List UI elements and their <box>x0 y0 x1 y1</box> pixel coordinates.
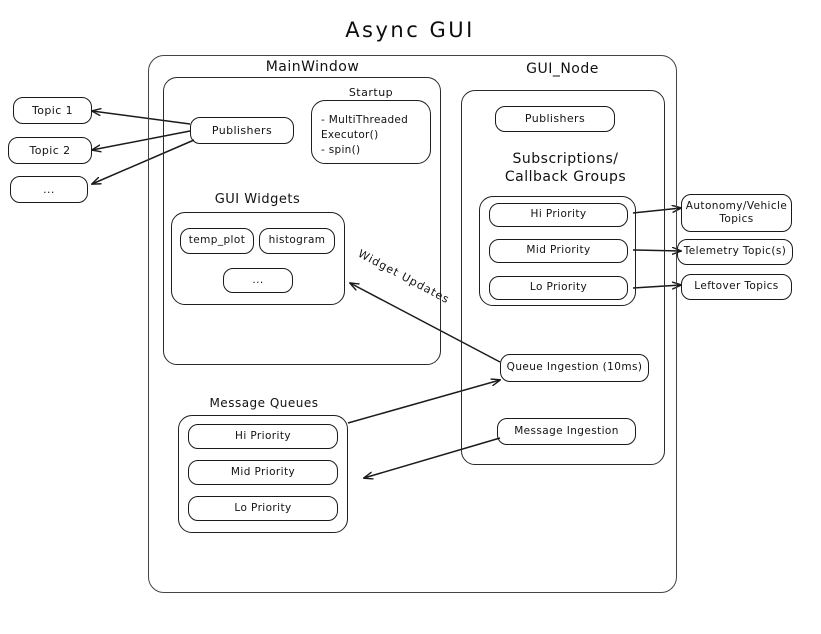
async-gui-outer-container <box>148 55 677 593</box>
topic-box-2-label: Topic 2 <box>29 143 71 157</box>
callback-group-mid-priority[interactable]: Mid Priority <box>489 239 628 263</box>
arrow-publishers-to-topic-ellipsis <box>92 139 195 184</box>
page-title: Async GUI <box>345 18 475 42</box>
main-window-publishers-label: Publishers <box>211 123 273 137</box>
widget-histogram[interactable]: histogram <box>259 228 335 254</box>
gui-node-publishers-label: Publishers <box>524 112 586 126</box>
autonomy-vehicle-topics-label: Autonomy/Vehicle Topics <box>685 199 788 225</box>
callback-group-lo-priority[interactable]: Lo Priority <box>489 276 628 300</box>
callback-group-hi-priority[interactable]: Hi Priority <box>489 203 628 227</box>
message-queue-mid-priority-label: Mid Priority <box>230 465 296 478</box>
message-queue-hi-priority-label: Hi Priority <box>235 429 291 442</box>
telemetry-topics-box[interactable]: Telemetry Topic(s) <box>677 239 793 265</box>
arrow-publishers-to-topic2 <box>92 130 191 150</box>
startup-title: Startup <box>348 86 394 99</box>
arrow-queue-ingestion-to-gui-widgets <box>350 283 501 363</box>
callback-group-mid-priority-label: Mid Priority <box>526 244 591 257</box>
arrow-hi-priority-to-autonomy-topics <box>632 208 681 214</box>
queue-ingestion-label: Queue Ingestion (10ms) <box>506 361 643 374</box>
arrow-mid-priority-to-telemetry-topics <box>632 250 681 251</box>
autonomy-vehicle-topics-box[interactable]: Autonomy/Vehicle Topics <box>681 194 792 232</box>
widget-ellipsis[interactable]: ... <box>223 268 293 293</box>
message-queue-lo-priority-label: Lo Priority <box>234 501 292 514</box>
callback-group-hi-priority-label: Hi Priority <box>530 208 587 221</box>
gui-node-publishers-box[interactable]: Publishers <box>495 106 615 132</box>
queue-ingestion-box[interactable]: Queue Ingestion (10ms) <box>500 354 649 382</box>
topic-box-1[interactable]: Topic 1 <box>13 97 92 124</box>
message-queues-title: Message Queues <box>209 396 319 410</box>
topic-box-2[interactable]: Topic 2 <box>8 137 92 164</box>
widget-ellipsis-label: ... <box>252 273 264 286</box>
widget-temp-plot[interactable]: temp_plot <box>180 228 254 254</box>
callback-groups-box <box>479 196 636 306</box>
widget-temp-plot-label: temp_plot <box>188 234 246 247</box>
main-window-title: MainWindow <box>265 59 360 75</box>
topic-box-ellipsis-label: ... <box>43 182 55 196</box>
arrow-publishers-to-topic1 <box>92 111 191 125</box>
leftover-topics-box[interactable]: Leftover Topics <box>681 274 792 300</box>
message-ingestion-box[interactable]: Message Ingestion <box>497 418 636 445</box>
gui-node-container <box>461 90 665 465</box>
subscriptions-callback-groups-title: Subscriptions/ Callback Groups <box>504 151 627 185</box>
topic-box-ellipsis[interactable]: ... <box>10 176 88 203</box>
main-window-publishers-box[interactable]: Publishers <box>190 117 294 144</box>
telemetry-topics-label: Telemetry Topic(s) <box>683 245 787 258</box>
startup-lines: - MultiThreaded Executor() - spin() <box>321 114 409 157</box>
gui-widgets-title: GUI Widgets <box>214 192 301 207</box>
callback-group-lo-priority-label: Lo Priority <box>529 281 588 294</box>
arrow-message-ingestion-to-message-queues <box>364 437 501 478</box>
widget-histogram-label: histogram <box>268 234 326 247</box>
topic-box-1-label: Topic 1 <box>32 103 73 117</box>
message-queue-lo-priority[interactable]: Lo Priority <box>188 496 338 521</box>
main-window-container <box>163 77 441 365</box>
message-ingestion-label: Message Ingestion <box>514 424 619 437</box>
startup-box <box>311 100 431 164</box>
gui-widgets-box <box>171 212 345 305</box>
leftover-topics-label: Leftover Topics <box>694 280 779 293</box>
message-queue-hi-priority[interactable]: Hi Priority <box>188 424 338 449</box>
arrow-lo-priority-to-leftover-topics <box>632 285 681 288</box>
arrow-message-queues-to-queue-ingestion <box>347 380 500 424</box>
gui-node-title: GUI_Node <box>526 61 599 77</box>
message-queue-mid-priority[interactable]: Mid Priority <box>188 460 338 485</box>
message-queues-box <box>178 415 348 533</box>
